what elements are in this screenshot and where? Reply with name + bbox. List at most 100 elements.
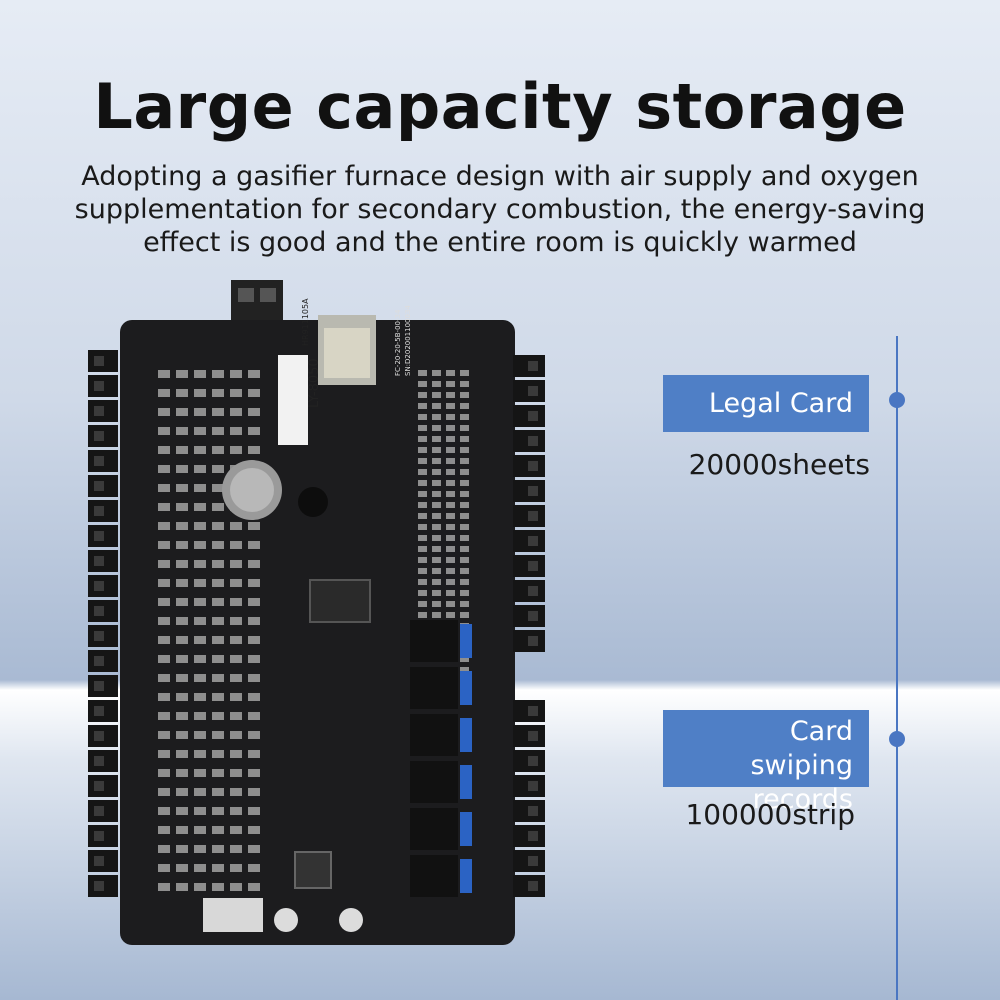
smd-part [432, 524, 441, 530]
terminal-screw [528, 436, 538, 446]
smd-part [248, 712, 260, 720]
timeline-dot [889, 392, 905, 408]
smd-part [158, 864, 170, 872]
terminal-screw [94, 481, 104, 491]
smd-part [418, 601, 427, 607]
smd-part [248, 408, 260, 416]
smd-part [446, 370, 455, 376]
smd-part [460, 447, 469, 453]
smd-part [432, 502, 441, 508]
smd-part [418, 403, 427, 409]
feature-value-card-records: 100000strip [685, 798, 855, 831]
smd-part [418, 392, 427, 398]
smd-part [212, 579, 224, 587]
smd-part [176, 845, 188, 853]
relay-capacitor [460, 859, 472, 893]
smd-part [248, 522, 260, 530]
smd-part [176, 712, 188, 720]
relay-capacitor [460, 624, 472, 658]
smd-part [176, 655, 188, 663]
terminal-screw [94, 381, 104, 391]
smd-part [212, 750, 224, 758]
smd-part [460, 568, 469, 574]
smd-part [460, 403, 469, 409]
terminal-screw [528, 536, 538, 546]
smd-part [158, 370, 170, 378]
terminal-screw [94, 531, 104, 541]
smd-part [446, 392, 455, 398]
serial-text: SN:D202001100034 [404, 305, 412, 376]
capacitor [274, 908, 298, 932]
smd-part [418, 469, 427, 475]
smd-part [194, 465, 206, 473]
terminal-screw [528, 611, 538, 621]
smd-part [418, 568, 427, 574]
terminal-screw [94, 881, 104, 891]
smd-part [212, 617, 224, 625]
smd-part [446, 403, 455, 409]
terminal-screw [528, 806, 538, 816]
buzzer [298, 487, 328, 517]
smd-part [432, 480, 441, 486]
smd-part [194, 731, 206, 739]
smd-part [418, 491, 427, 497]
smd-part [432, 601, 441, 607]
smd-part [446, 381, 455, 387]
smd-part [432, 469, 441, 475]
capacitor [339, 908, 363, 932]
terminal-screw [94, 806, 104, 816]
feature-badge-legal-card: Legal Card [663, 375, 869, 432]
smd-part [432, 436, 441, 442]
smd-part [418, 414, 427, 420]
smd-part [158, 750, 170, 758]
smd-part [158, 617, 170, 625]
smd-part [418, 579, 427, 585]
inductor [294, 851, 332, 889]
smd-part [158, 389, 170, 397]
relay [410, 855, 458, 897]
smd-part [194, 427, 206, 435]
chip-text: HR911105A [301, 298, 310, 346]
dip-switch [203, 898, 263, 932]
smd-part [446, 612, 455, 618]
smd-part [432, 568, 441, 574]
terminal-screw [528, 561, 538, 571]
pcb-illustration: LY-8050 HR911105A FC-20-20-5B-00-34 SN:D… [88, 280, 545, 945]
smd-part [460, 370, 469, 376]
smd-part [212, 655, 224, 663]
smd-part [212, 883, 224, 891]
smd-part [418, 590, 427, 596]
smd-part [230, 427, 242, 435]
smd-part [248, 370, 260, 378]
terminal-screw [528, 706, 538, 716]
smd-part [248, 541, 260, 549]
smd-part [460, 656, 469, 662]
smd-part [248, 560, 260, 568]
smd-part [176, 883, 188, 891]
terminal-screw [528, 361, 538, 371]
smd-part [230, 788, 242, 796]
smd-part [446, 557, 455, 563]
smd-part [212, 484, 224, 492]
relay-capacitor [460, 718, 472, 752]
smd-part [460, 535, 469, 541]
smd-part [212, 427, 224, 435]
smd-part [248, 598, 260, 606]
smd-part [212, 541, 224, 549]
smd-part [158, 731, 170, 739]
smd-part [212, 522, 224, 530]
smd-part [158, 427, 170, 435]
relay [410, 808, 458, 850]
terminal-screw [94, 431, 104, 441]
smd-part [418, 458, 427, 464]
terminal-screw [94, 856, 104, 866]
smd-part [230, 712, 242, 720]
smd-part [418, 557, 427, 563]
smd-part [158, 769, 170, 777]
smd-part [460, 612, 469, 618]
relay-capacitor [460, 812, 472, 846]
smd-part [212, 446, 224, 454]
smd-part [460, 557, 469, 563]
smd-part [418, 425, 427, 431]
smd-part [212, 864, 224, 872]
